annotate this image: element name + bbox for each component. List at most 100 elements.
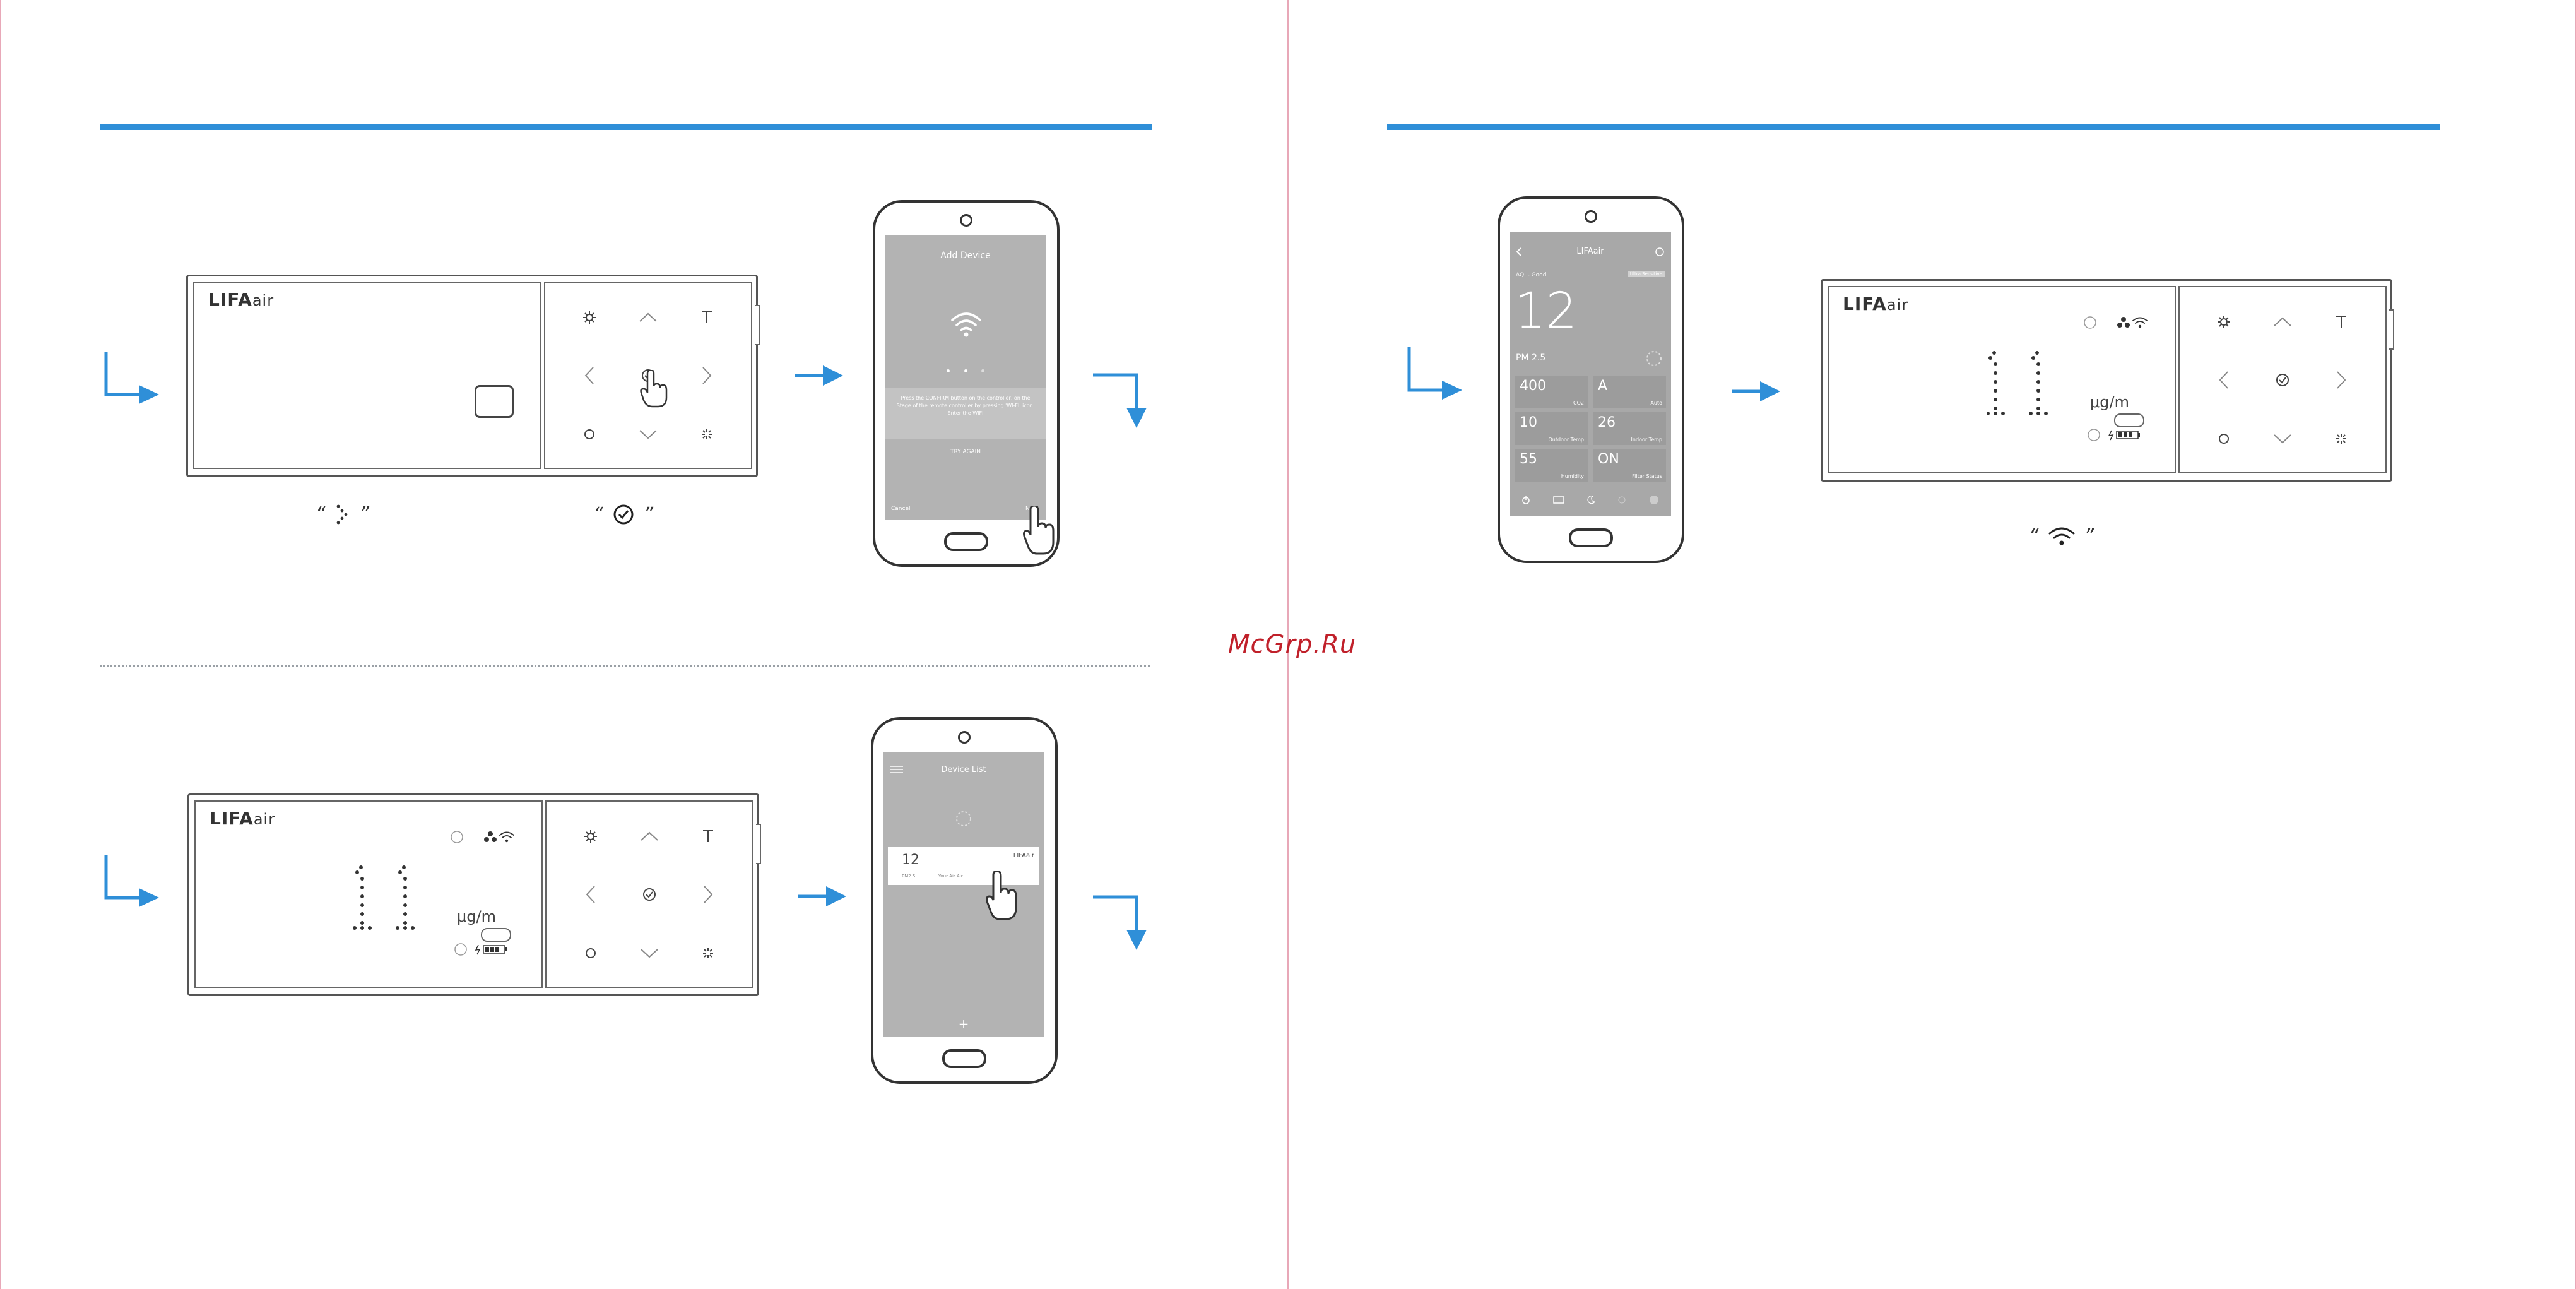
aqi-label: AQI - Good (1516, 272, 1547, 278)
controller-side-tab (756, 824, 761, 864)
step-separator (100, 665, 1150, 667)
screen-title: Device List (941, 765, 986, 775)
battery-icon (2108, 430, 2140, 441)
phone-device-list: Device List 12 PM2.5 Your Air Air LIFAai… (871, 717, 1058, 1084)
chevron-right-icon[interactable] (695, 882, 721, 907)
chevron-left-icon[interactable] (578, 882, 603, 907)
pm-value: 12 (1515, 283, 1578, 340)
moon-icon[interactable] (1586, 496, 1595, 504)
chevron-up-icon[interactable] (637, 824, 662, 849)
back-chevron-icon[interactable] (1516, 247, 1522, 257)
page-edge-left (0, 0, 1, 1289)
phone-home-button (942, 1049, 986, 1068)
caption-left-chevron: “ ” (316, 503, 370, 525)
menu-icon[interactable] (890, 765, 903, 774)
mode-pill (481, 928, 511, 942)
pm-label: PM 2.5 (1516, 353, 1546, 363)
step-arrow-right-2 (798, 886, 846, 906)
card-caption: Your Air Air (938, 874, 963, 879)
controller-side-tab (755, 305, 760, 345)
instruction-text: Press the CONFIRM button on the controll… (896, 395, 1035, 416)
step-arrow-elbow-2 (104, 855, 159, 907)
watermark: McGrp.Ru (1228, 630, 1357, 659)
unit-label: μg/m (457, 908, 496, 925)
hand-pointer-icon (986, 871, 1017, 920)
chevron-right-icon[interactable] (2329, 367, 2354, 393)
display-panel: LIFAair μg/m (194, 800, 543, 988)
gear-icon[interactable] (577, 305, 602, 330)
confirm-check-icon[interactable] (2270, 367, 2295, 393)
auto-icon[interactable] (1553, 496, 1564, 504)
mode-pill (2114, 413, 2144, 427)
brand-logo: LIFAair (210, 808, 276, 829)
controller-side-tab (2389, 309, 2394, 350)
try-again-link[interactable]: TRY AGAIN (950, 449, 981, 455)
phone-camera (960, 214, 972, 227)
step-arrow-elbow-3 (1407, 347, 1462, 400)
display-panel: LIFAair (193, 282, 541, 469)
face-icon (451, 831, 463, 843)
fan-icon[interactable] (694, 422, 719, 447)
loading-spinner-icon (956, 811, 971, 826)
card-value: 12 (902, 852, 919, 868)
screen-title: Add Device (940, 251, 991, 261)
wifi-icon (2048, 527, 2075, 545)
pm-reading-dot-matrix (353, 865, 415, 930)
timer-t-icon[interactable] (694, 305, 719, 330)
fan-icon[interactable] (695, 941, 721, 966)
confirm-check-icon[interactable] (637, 882, 662, 907)
timer-t-icon[interactable] (2329, 309, 2354, 335)
fan-icon (2117, 317, 2130, 328)
circle-icon[interactable] (578, 941, 603, 966)
chevron-down-icon[interactable] (635, 422, 661, 447)
gear-icon[interactable] (578, 824, 603, 849)
wifi-icon (499, 831, 514, 843)
cancel-button[interactable]: Cancel (891, 506, 911, 512)
fan-icon[interactable] (2329, 426, 2354, 451)
circle-icon[interactable] (2211, 426, 2236, 451)
hand-pointer-icon (1023, 506, 1055, 555)
timer-t-icon[interactable] (695, 824, 721, 849)
ultra-badge: Ultra Sensitive (1627, 271, 1665, 277)
power-icon[interactable] (1521, 495, 1531, 505)
caption-wifi-icon: “ ” (2029, 525, 2094, 547)
page-center-fold (1287, 0, 1289, 1289)
circle-icon[interactable] (577, 422, 602, 447)
phone-app-dashboard: LIFAair AQI - Good Ultra Sensitive 12 PM… (1498, 196, 1684, 563)
step-arrow-down-1 (1093, 373, 1147, 428)
card-unit: PM2.5 (902, 874, 916, 879)
pm-reading-dot-matrix (1987, 351, 2048, 415)
settings-icon[interactable] (1655, 247, 1665, 257)
chevron-up-icon[interactable] (2270, 309, 2295, 335)
page-edge-right (2575, 0, 2576, 1289)
chevron-left-icon[interactable] (577, 363, 602, 388)
add-device-button[interactable]: + (958, 1016, 969, 1031)
timer-icon[interactable] (1648, 494, 1660, 506)
controller-step3: LIFAair μg/m (1821, 279, 2394, 482)
chevron-down-icon[interactable] (2270, 426, 2295, 451)
brand-logo: LIFAair (1843, 294, 1909, 314)
chevron-left-icon[interactable] (2211, 367, 2236, 393)
bottom-toolbar (1510, 489, 1671, 511)
device-card[interactable]: 12 PM2.5 Your Air Air LIFAair (888, 847, 1039, 885)
chevron-down-icon[interactable] (637, 941, 662, 966)
controller-step2: LIFAair μg/m (187, 793, 761, 996)
fan-icon[interactable] (1617, 496, 1626, 504)
phone-home-button (944, 532, 988, 551)
screen-title: LIFAair (1576, 247, 1604, 256)
progress-dots (947, 369, 984, 374)
display-button-outline (475, 385, 514, 418)
step-arrow-elbow-1 (104, 352, 159, 404)
circle-icon (2088, 429, 2100, 441)
chevron-right-icon[interactable] (694, 363, 719, 388)
circle-icon (454, 943, 467, 956)
controller-step1: LIFAair (186, 275, 760, 477)
gear-icon[interactable] (2211, 309, 2236, 335)
chevron-up-icon[interactable] (635, 305, 661, 330)
